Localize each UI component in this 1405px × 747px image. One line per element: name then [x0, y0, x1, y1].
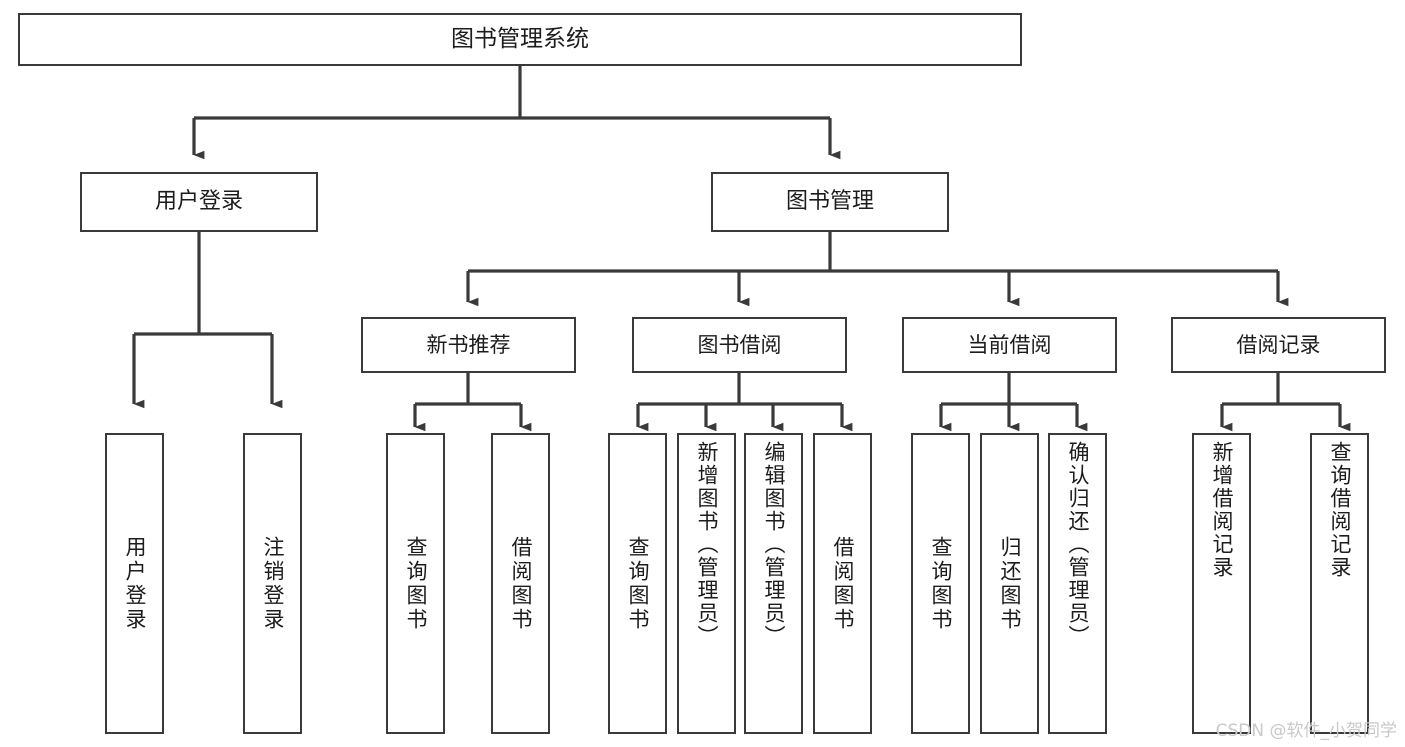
- leaf-recommend-query-book[interactable]: 查询图书: [386, 433, 445, 734]
- leaf-edit-book-admin[interactable]: 编辑图书（管理员）: [744, 433, 803, 734]
- node-label: 查询图书: [929, 535, 953, 632]
- leaf-current-query-book[interactable]: 查询图书: [911, 433, 970, 734]
- node-label: 用户登录: [154, 189, 243, 215]
- node-label: 当前借阅: [967, 332, 1052, 357]
- csdn-watermark: CSDN @软件_小贺同学: [1215, 721, 1397, 741]
- leaf-return-book[interactable]: 归还图书: [980, 433, 1039, 734]
- node-root-book-management-system[interactable]: 图书管理系统: [18, 13, 1022, 66]
- node-label: 查询图书: [626, 535, 650, 632]
- node-label: 借阅记录: [1236, 332, 1321, 357]
- node-label: 查询图书: [404, 535, 428, 632]
- leaf-user-login[interactable]: 用户登录: [105, 433, 164, 734]
- node-book-management[interactable]: 图书管理: [711, 172, 949, 232]
- node-label: 借阅图书: [509, 535, 533, 632]
- node-label: 图书管理: [785, 189, 874, 215]
- leaf-borrow-book[interactable]: 借阅图书: [813, 433, 872, 734]
- node-user-login[interactable]: 用户登录: [80, 172, 318, 232]
- leaf-add-borrow-record[interactable]: 新增借阅记录: [1192, 433, 1251, 734]
- node-label: 注销登录: [261, 535, 285, 632]
- leaf-borrow-query-book[interactable]: 查询图书: [608, 433, 667, 734]
- node-label: 新增借阅记录: [1210, 441, 1234, 579]
- node-label: 新增图书（管理员）: [695, 441, 719, 648]
- node-label: 归还图书: [998, 535, 1022, 632]
- node-label: 图书借阅: [697, 332, 782, 357]
- leaf-query-borrow-record[interactable]: 查询借阅记录: [1310, 433, 1369, 734]
- node-label: 图书管理系统: [451, 26, 589, 53]
- node-current-borrow[interactable]: 当前借阅: [902, 317, 1117, 373]
- leaf-add-book-admin[interactable]: 新增图书（管理员）: [677, 433, 736, 734]
- leaf-logout[interactable]: 注销登录: [243, 433, 302, 734]
- node-book-borrow[interactable]: 图书借阅: [632, 317, 847, 373]
- node-label: 编辑图书（管理员）: [762, 441, 786, 648]
- leaf-recommend-borrow-book[interactable]: 借阅图书: [491, 433, 550, 734]
- node-borrow-record[interactable]: 借阅记录: [1171, 317, 1386, 373]
- node-new-book-recommend[interactable]: 新书推荐: [361, 317, 576, 373]
- node-label: 用户登录: [123, 535, 147, 632]
- node-label: 确认归还（管理员）: [1066, 441, 1090, 648]
- node-label: 新书推荐: [426, 332, 511, 357]
- node-label: 借阅图书: [831, 535, 855, 632]
- leaf-confirm-return-admin[interactable]: 确认归还（管理员）: [1048, 433, 1107, 734]
- node-label: 查询借阅记录: [1328, 441, 1352, 579]
